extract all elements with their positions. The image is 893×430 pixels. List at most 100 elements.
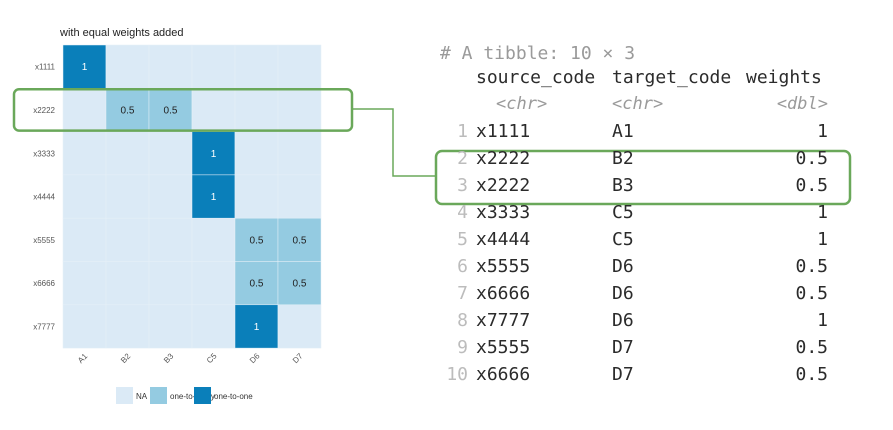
cell-label-x4444-C5: 1: [211, 192, 217, 203]
cell-label-x5555-D6: 0.5: [250, 235, 264, 246]
cell-target-code-2: B2: [612, 148, 634, 169]
cell-weights-3: 0.5: [795, 175, 828, 196]
heatmap-cell-x1111-D6: [234, 44, 279, 89]
cell-weights-9: 0.5: [795, 337, 828, 358]
heatmap-cell-x4444-A1: [62, 174, 107, 219]
heatmap-cell-x4444-B2: [105, 174, 150, 219]
legend-swatch-2: [194, 387, 211, 404]
heatmap-cell-x3333-D7: [277, 131, 322, 176]
chart-title: with equal weights added: [59, 27, 184, 39]
row-index-2: 2: [457, 148, 468, 169]
heatmap-highlight-box: [12, 88, 354, 132]
x-tick-A1: A1: [76, 351, 90, 365]
cell-label-x6666-D6: 0.5: [250, 279, 264, 290]
cell-source-code-10: x6666: [476, 364, 531, 385]
heatmap-cell-x4444-B3: [148, 174, 193, 219]
cell-target-code-7: D6: [612, 283, 634, 304]
heatmap-cell-x7777-A1: [62, 304, 107, 349]
cell-weights-4: 1: [817, 202, 828, 223]
x-tick-D7: D7: [291, 351, 305, 365]
y-tick-x6666: x6666: [33, 279, 55, 288]
cell-target-code-9: D7: [612, 337, 634, 358]
heatmap-cell-x3333-A1: [62, 131, 107, 176]
x-tick-D6: D6: [248, 351, 262, 365]
cell-source-code-9: x5555: [476, 337, 531, 358]
cell-label-x1111-A1: 1: [82, 62, 88, 73]
heatmap-cell-x6666-D6: [234, 261, 279, 306]
column-type-source-code: <chr>: [496, 94, 548, 114]
x-tick-C5: C5: [205, 351, 219, 365]
legend-label-0: NA: [136, 392, 148, 401]
cell-weights-8: 1: [817, 310, 828, 331]
heatmap-cell-x5555-B3: [148, 217, 193, 262]
cell-weights-2: 0.5: [795, 148, 828, 169]
heatmap-cell-x7777-C5: [191, 304, 236, 349]
heatmap-cell-x2222-D6: [234, 88, 279, 132]
cell-source-code-8: x7777: [476, 310, 531, 331]
y-tick-x4444: x4444: [33, 193, 55, 202]
heatmap-cell-x3333-C5: [191, 131, 236, 176]
column-type-target-code: <chr>: [612, 94, 664, 114]
heatmap-cell-x5555-A1: [62, 217, 107, 262]
heatmap-cell-x6666-D7: [277, 261, 322, 306]
row-index-8: 8: [457, 310, 468, 331]
cell-source-code-5: x4444: [476, 229, 531, 250]
heatmap-cell-x5555-C5: [191, 217, 236, 262]
heatmap-cell-x4444-D7: [277, 174, 322, 219]
row-index-7: 7: [457, 283, 468, 304]
y-tick-x1111: x1111: [35, 63, 56, 72]
column-header-target-code: target_code: [612, 67, 732, 88]
cell-label-x2222-B2: 0.5: [121, 105, 135, 116]
x-tick-B2: B2: [119, 351, 133, 365]
row-index-5: 5: [457, 229, 468, 250]
cell-target-code-5: C5: [612, 229, 634, 250]
heatmap-cell-x1111-D7: [277, 44, 322, 89]
heatmap-cell-x1111-B2: [105, 44, 150, 89]
y-tick-x3333: x3333: [33, 149, 55, 158]
heatmap-cell-x6666-B2: [105, 261, 150, 306]
cell-target-code-6: D6: [612, 256, 634, 277]
row-index-1: 1: [457, 121, 468, 142]
cell-source-code-2: x2222: [476, 148, 531, 169]
cell-source-code-3: x2222: [476, 175, 531, 196]
cell-label-x2222-B3: 0.5: [164, 105, 178, 116]
tibble-header: # A tibble: 10 × 3: [440, 43, 636, 64]
heatmap-cell-x6666-B3: [148, 261, 193, 306]
heatmap-cell-x5555-D6: [234, 217, 279, 262]
y-tick-x5555: x5555: [33, 236, 55, 245]
cell-weights-7: 0.5: [795, 283, 828, 304]
row-index-9: 9: [457, 337, 468, 358]
heatmap-cell-x2222-D7: [277, 88, 322, 132]
heatmap-cell-x2222-A1: [62, 88, 107, 132]
row-index-6: 6: [457, 256, 468, 277]
cell-source-code-7: x6666: [476, 283, 531, 304]
row-index-10: 10: [446, 364, 468, 385]
heatmap-cell-x3333-B2: [105, 131, 150, 176]
cell-weights-10: 0.5: [795, 364, 828, 385]
heatmap-cell-x3333-B3: [148, 131, 193, 176]
heatmap-cell-x3333-D6: [234, 131, 279, 176]
cell-target-code-4: C5: [612, 202, 634, 223]
y-tick-x2222: x2222: [33, 106, 55, 115]
column-header-source-code: source_code: [476, 67, 596, 88]
heatmap-cell-x7777-B2: [105, 304, 150, 349]
cell-source-code-1: x1111: [476, 121, 531, 142]
cell-target-code-10: D7: [612, 364, 634, 385]
heatmap-cell-x6666-C5: [191, 261, 236, 306]
cell-label-x5555-D7: 0.5: [293, 235, 307, 246]
heatmap-cell-x7777-D6: [234, 304, 279, 349]
legend-label-1: one-to-many: [170, 392, 215, 401]
heatmap-cell-x1111-C5: [191, 44, 236, 89]
highlight-connector: [352, 108, 436, 177]
heatmap-cell-x5555-B2: [105, 217, 150, 262]
cell-target-code-3: B3: [612, 175, 634, 196]
cell-weights-5: 1: [817, 229, 828, 250]
row-index-3: 3: [457, 175, 468, 196]
cell-target-code-1: A1: [612, 121, 634, 142]
heatmap-cell-x5555-D7: [277, 217, 322, 262]
cell-target-code-8: D6: [612, 310, 634, 331]
cell-weights-6: 0.5: [795, 256, 828, 277]
